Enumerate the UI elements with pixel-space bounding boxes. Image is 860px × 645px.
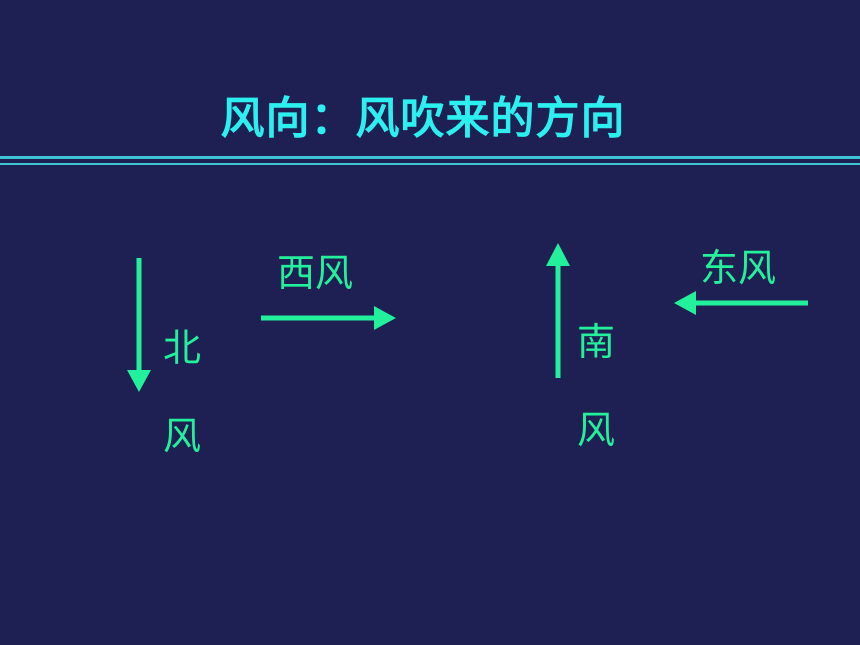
west-wind-arrow <box>261 306 396 330</box>
north-wind-arrow <box>127 258 151 392</box>
east-wind-label: 东风 <box>700 246 777 290</box>
slide-title: 风向：风吹来的方向 <box>220 93 626 144</box>
south-wind-arrow <box>546 243 570 378</box>
south-wind-label-bottom: 风 <box>576 408 615 452</box>
north-wind-label-top: 北 <box>162 326 201 370</box>
north-wind-label-bottom: 风 <box>162 414 201 458</box>
south-wind-label: 南 风 <box>574 276 618 496</box>
title-divider-top <box>0 156 860 159</box>
south-wind-label-top: 南 <box>576 320 615 364</box>
north-wind-label: 北 风 <box>160 282 204 502</box>
east-wind-arrow <box>674 291 808 315</box>
west-wind-label: 西风 <box>277 251 354 295</box>
title-divider-bottom <box>0 163 860 165</box>
